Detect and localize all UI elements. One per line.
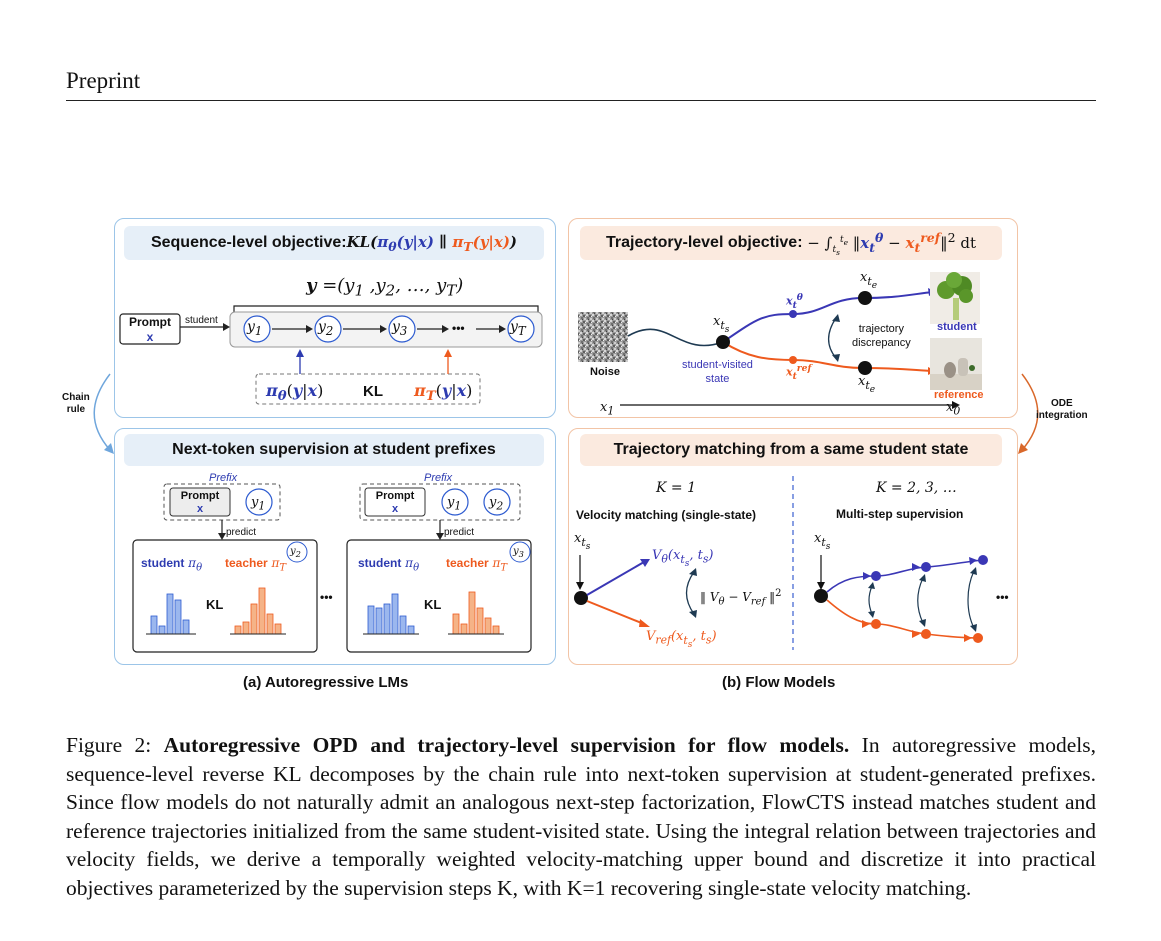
x0-label: x0 bbox=[946, 400, 961, 418]
pi-theta-label: πθ(y|x) bbox=[266, 381, 324, 405]
token-y1-circle bbox=[243, 315, 271, 343]
k-multi-label: K = 2, 3, … bbox=[876, 480, 957, 496]
token-y3: y3 bbox=[392, 319, 408, 338]
student-image-label: student bbox=[937, 321, 977, 333]
caption-a: (a) Autoregressive LMs bbox=[243, 674, 409, 691]
v-ref-label: Vref(xts, ts) bbox=[646, 629, 717, 650]
prefix-y1-circle-2 bbox=[441, 488, 469, 516]
sequence-objective-title: Sequence-level objective: KL(πθ(y|x) ∥ π… bbox=[124, 226, 544, 260]
sequence-diagram bbox=[119, 305, 543, 405]
header-rule bbox=[66, 100, 1096, 101]
teacher-dist-label-2: teacher πT bbox=[446, 556, 508, 574]
box-y2-badge: y2 bbox=[290, 546, 301, 559]
xte-label-top: xte bbox=[860, 270, 878, 291]
prefix-prompt-label-1: Prompt bbox=[180, 490, 220, 502]
prefix-y1-2: y1 bbox=[447, 495, 462, 513]
sequence-kl-formula: KL(πθ(y|x) ∥ πT(y|x)) bbox=[346, 232, 518, 254]
xts-label-multi: xts bbox=[814, 531, 831, 552]
token-yT: yT bbox=[510, 319, 526, 338]
predict-label-2: predict bbox=[444, 527, 475, 538]
chain-rule-arrow bbox=[93, 373, 114, 454]
prefix-y2-2: y2 bbox=[489, 495, 504, 513]
box-y3-badge: y3 bbox=[513, 546, 524, 559]
prefix-prompt-box-1 bbox=[169, 487, 231, 517]
prompt-box bbox=[119, 313, 181, 345]
norm-label: ‖ Vθ − Vref ‖2 bbox=[700, 588, 782, 608]
reference-image-label: reference bbox=[934, 389, 984, 401]
student-dist-label-1: student πθ bbox=[141, 556, 203, 574]
xts-label-k1: xts bbox=[574, 531, 591, 552]
token-y2-circle bbox=[314, 315, 342, 343]
noise-image bbox=[578, 312, 628, 362]
prefix-y1-1: y1 bbox=[251, 495, 266, 513]
distribution-dashed-box bbox=[255, 373, 481, 405]
sequence-title-text: Sequence-level objective: bbox=[150, 234, 347, 251]
xt-ref-label: xtref bbox=[786, 363, 812, 382]
student-dist-label-2: student πθ bbox=[358, 556, 420, 574]
trajectory-objective-panel bbox=[568, 218, 1018, 418]
y-sequence-brace bbox=[233, 305, 539, 313]
middle-ellipsis: ••• bbox=[320, 590, 333, 604]
running-header: Preprint bbox=[66, 68, 141, 93]
k1-label: K = 1 bbox=[656, 480, 696, 496]
next-token-title: Next-token supervision at student prefix… bbox=[124, 434, 544, 466]
trajectory-matching-panel bbox=[568, 428, 1018, 665]
prefix-prompt-var-1: x bbox=[196, 503, 204, 515]
next-token-panel bbox=[114, 428, 556, 665]
token-y3-circle bbox=[388, 315, 416, 343]
caption-b: (b) Flow Models bbox=[722, 674, 836, 691]
figure-caption-label: Figure 2: bbox=[66, 733, 164, 757]
noise-label: Noise bbox=[590, 366, 620, 378]
figure-caption: Figure 2: Autoregressive OPD and traject… bbox=[66, 731, 1096, 903]
prompt-var: x bbox=[146, 330, 154, 344]
figure-caption-bold: Autoregressive OPD and trajectory-level … bbox=[163, 733, 850, 757]
multi-step-label: Multi-step supervision bbox=[836, 507, 964, 521]
kl-label-1: KL bbox=[206, 597, 224, 612]
predict-label-1: predict bbox=[226, 527, 257, 538]
y-sequence-label: y =(y1 ,y2, …, yT) bbox=[306, 275, 464, 300]
token-yT-circle bbox=[507, 315, 535, 343]
pi-teacher-label: πT(y|x) bbox=[414, 381, 473, 405]
kl-label-top: KL bbox=[363, 383, 383, 400]
token-y2: y2 bbox=[318, 319, 334, 338]
prefix-prompt-box-2 bbox=[364, 487, 426, 517]
next-token-diagram bbox=[132, 483, 532, 653]
token-ellipsis: ••• bbox=[452, 321, 465, 335]
token-y1: y1 bbox=[247, 319, 263, 338]
xt-theta-label: xtθ bbox=[786, 292, 803, 311]
xte-label-bottom: xte bbox=[858, 374, 876, 395]
x1-label: x1 bbox=[600, 400, 615, 418]
kl-label-2: KL bbox=[424, 597, 442, 612]
figure-caption-text: In autoregressive models, sequence-level… bbox=[66, 733, 1097, 900]
prefix-label-1: Prefix bbox=[209, 472, 238, 484]
xts-label-top: xts bbox=[713, 314, 730, 335]
prefix-label-2: Prefix bbox=[424, 472, 453, 484]
multi-ellipsis: ••• bbox=[996, 590, 1009, 604]
trajectory-diagram bbox=[578, 272, 982, 409]
velocity-matching-diagram bbox=[574, 476, 988, 650]
prompt-label: Prompt bbox=[129, 315, 171, 329]
v-theta-label: Vθ(xts, ts) bbox=[652, 548, 714, 569]
prefix-prompt-var-2: x bbox=[391, 503, 399, 515]
trajectory-matching-title: Trajectory matching from a same student … bbox=[580, 434, 1002, 466]
student-arrow-label: student bbox=[185, 315, 218, 326]
prefix-y2-circle-2 bbox=[483, 488, 511, 516]
ode-integration-arrow bbox=[1018, 373, 1039, 454]
velocity-matching-label: Velocity matching (single-state) bbox=[576, 508, 757, 522]
teacher-dist-label-1: teacher πT bbox=[225, 556, 287, 574]
trajectory-objective-title: Trajectory-level objective: − ∫tste ‖xtθ… bbox=[580, 226, 1002, 260]
prefix-y1-circle-1 bbox=[245, 488, 273, 516]
prefix-prompt-label-2: Prompt bbox=[375, 490, 415, 502]
sequence-objective-panel bbox=[114, 218, 556, 418]
